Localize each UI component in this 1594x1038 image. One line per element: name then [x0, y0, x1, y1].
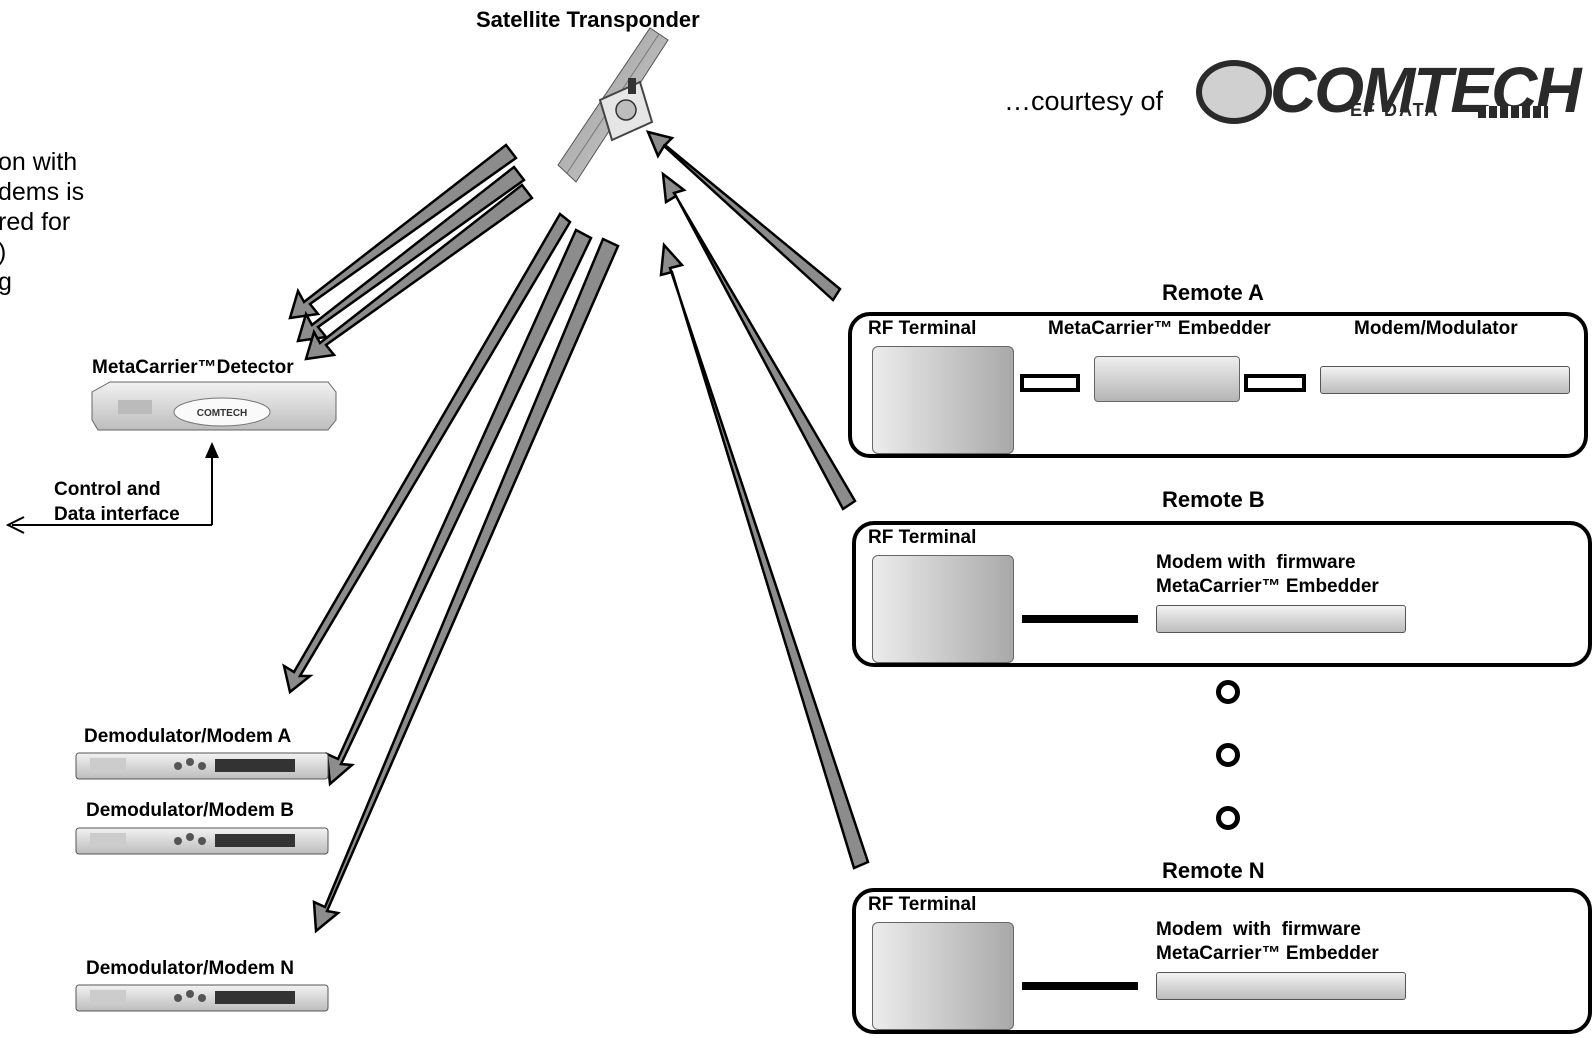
remote-n-modem-device — [1156, 972, 1406, 1000]
control-data-interface-label: Control and Data interface — [54, 479, 180, 525]
side-description-text: on with dems is red for ) g — [0, 148, 85, 296]
remote-a-box: RF Terminal MetaCarrier™ Embedder Modem/… — [848, 312, 1588, 458]
remote-b-modem-device — [1156, 605, 1406, 633]
remote-n-modem-label: Modem with firmware MetaCarrier™ Embedde… — [1156, 919, 1379, 964]
ellipsis-dot-1 — [1216, 680, 1240, 704]
remote-b-rf-label: RF Terminal — [868, 527, 977, 548]
ellipsis-dot-2 — [1216, 743, 1240, 767]
demod-a-label: Demodulator/Modem A — [84, 726, 292, 747]
logo-bars-icon — [1478, 106, 1548, 118]
remote-b-title: Remote B — [1162, 487, 1265, 512]
remote-n-rf-label: RF Terminal — [868, 894, 977, 915]
downlink-arrows-detector — [288, 143, 534, 361]
control-interface-arrows — [5, 442, 219, 534]
remote-n-title: Remote N — [1162, 858, 1265, 883]
remote-a-embedder-device — [1094, 356, 1240, 402]
courtesy-text: …courtesy of — [1004, 86, 1164, 116]
demod-n-label: Demodulator/Modem N — [86, 958, 294, 979]
remote-a-arrow-1 — [1020, 374, 1080, 392]
ellipsis-dot-3 — [1216, 806, 1240, 830]
remote-a-embedder-label: MetaCarrier™ Embedder — [1048, 318, 1271, 339]
remote-n-arrow — [1022, 982, 1138, 990]
demodulator-devices — [75, 752, 329, 1012]
comtech-logo-subtext: EF DATA — [1350, 100, 1440, 120]
comtech-globe-logo — [1196, 60, 1272, 124]
uplink-arrows-remotes — [645, 130, 870, 870]
remote-a-arrow-2 — [1244, 374, 1306, 392]
remote-b-modem-label: Modem with firmware MetaCarrier™ Embedde… — [1156, 552, 1379, 597]
svg-text:COMTECH: COMTECH — [197, 408, 248, 419]
remote-a-modem-device — [1320, 366, 1570, 394]
demod-b-label: Demodulator/Modem B — [86, 800, 294, 821]
remote-a-rf-terminal-device — [872, 346, 1014, 454]
remote-a-modem-label: Modem/Modulator — [1354, 318, 1518, 339]
remote-b-rf-terminal-device — [872, 555, 1014, 663]
downlink-arrows-demods — [282, 212, 620, 934]
demod-b-device — [75, 827, 329, 855]
remote-n-rf-terminal-device — [872, 922, 1014, 1030]
detector-label: MetaCarrier™Detector — [92, 357, 294, 378]
metacarrier-detector-device: COMTECH — [91, 381, 337, 431]
satellite-icon — [557, 27, 669, 183]
remote-a-rf-label: RF Terminal — [868, 318, 977, 339]
remote-b-arrow — [1022, 615, 1138, 623]
remote-a-title: Remote A — [1162, 280, 1264, 305]
satellite-title: Satellite Transponder — [476, 7, 700, 32]
remote-b-box: RF Terminal Modem with firmware MetaCarr… — [852, 521, 1592, 667]
demod-a-device — [75, 752, 329, 780]
remote-n-box: RF Terminal Modem with firmware MetaCarr… — [852, 888, 1592, 1034]
demod-n-device — [75, 984, 329, 1012]
